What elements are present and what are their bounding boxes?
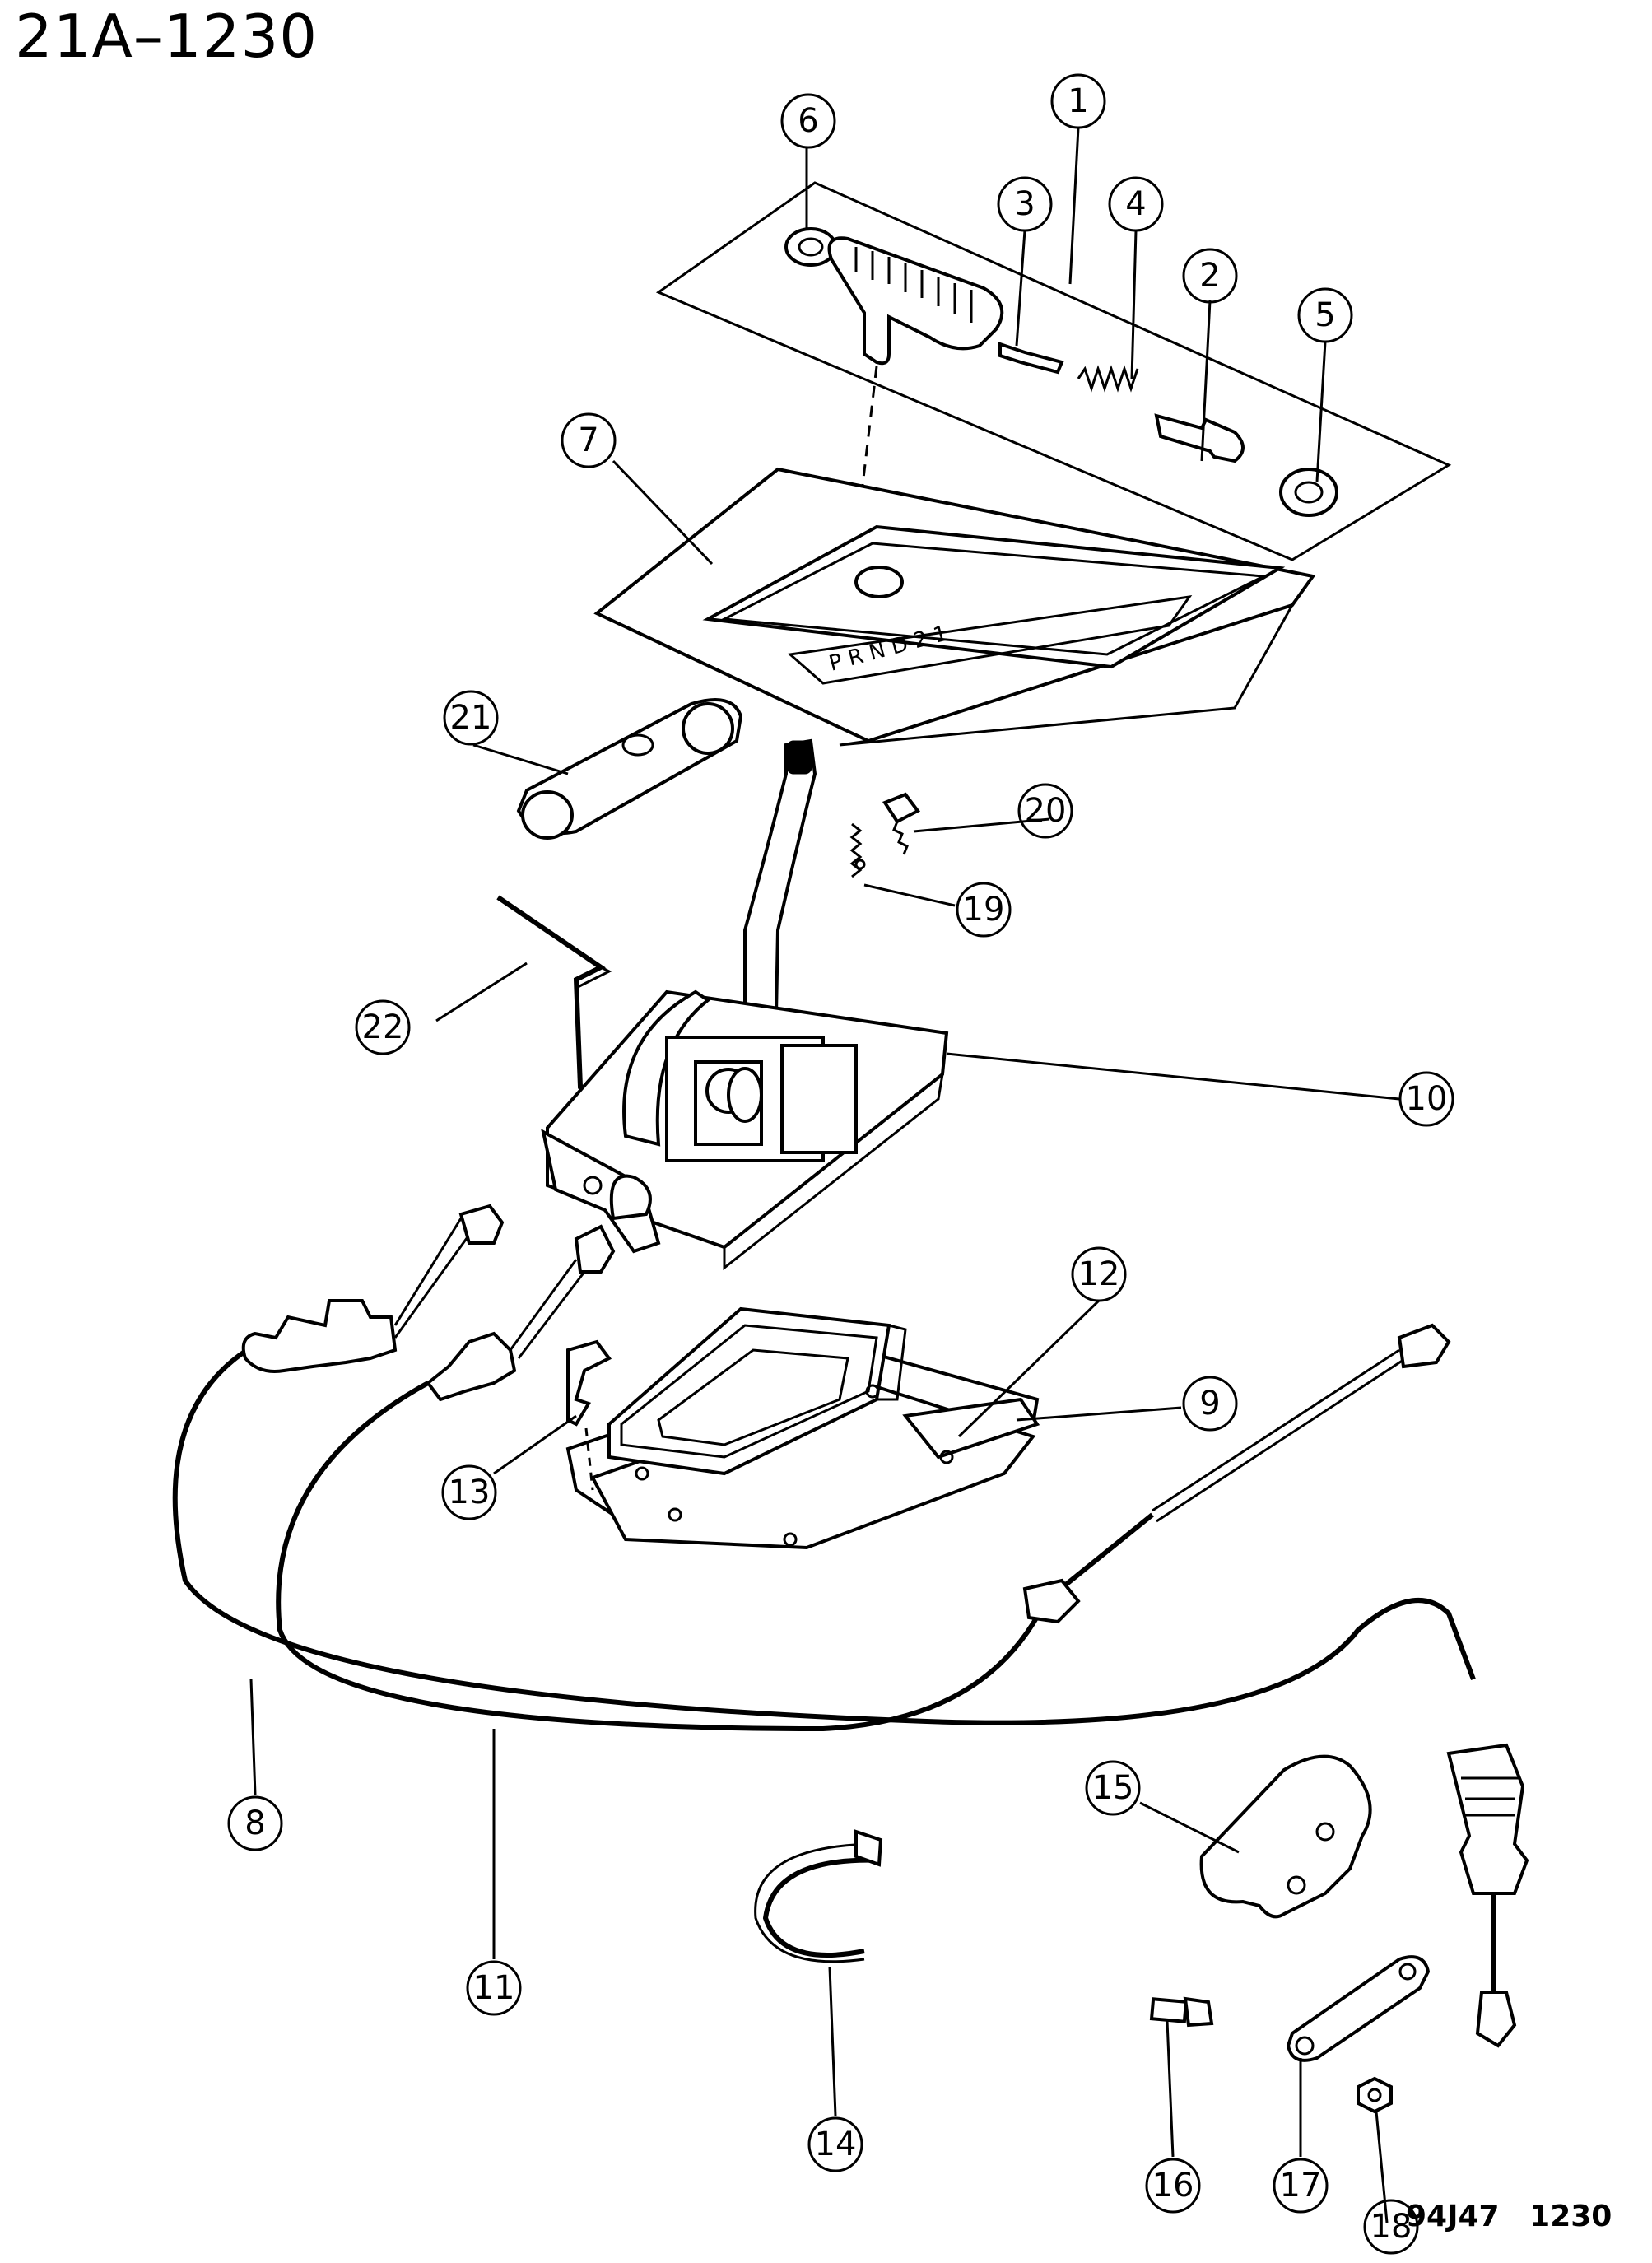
mounting-bolt <box>566 1339 612 1491</box>
callout-1: 1 <box>1050 73 1106 129</box>
svg-text:17: 17 <box>1280 2167 1322 2205</box>
callout-12: 12 <box>1071 1246 1127 1302</box>
svg-text:6: 6 <box>798 102 818 140</box>
callout-14: 14 <box>807 2116 863 2172</box>
knob-kit-panel <box>655 181 1452 561</box>
cable-bracket <box>1199 1754 1372 1919</box>
shift-cable <box>172 1204 1476 1725</box>
cable-lever <box>1286 1955 1431 2062</box>
mounting-plates <box>565 1306 1040 1550</box>
svg-text:15: 15 <box>1092 1769 1134 1807</box>
interlock-cable <box>276 1224 1048 1732</box>
cable-end-fitting <box>1446 1743 1529 2048</box>
svg-text:10: 10 <box>1406 1080 1448 1118</box>
callout-4: 4 <box>1108 176 1164 232</box>
svg-text:4: 4 <box>1125 185 1146 223</box>
callout-19: 19 <box>956 882 1012 938</box>
svg-text:18: 18 <box>1370 2208 1412 2246</box>
callout-11: 11 <box>466 1960 522 2016</box>
cable-branch <box>1022 1323 1451 1624</box>
svg-text:1: 1 <box>1068 82 1088 120</box>
sheet-number: 1230 <box>1529 2200 1612 2233</box>
callout-22: 22 <box>355 999 411 1055</box>
cable-clip <box>754 1829 883 1963</box>
svg-text:2: 2 <box>1199 257 1220 295</box>
shifter-mechanism <box>541 989 949 1271</box>
svg-text:19: 19 <box>963 891 1005 929</box>
svg-text:21: 21 <box>450 699 492 737</box>
callout-18: 18 <box>1363 2199 1419 2255</box>
svg-text:13: 13 <box>449 1474 491 1511</box>
figure-number: 21A–1230 <box>15 2 319 71</box>
callout-15: 15 <box>1085 1760 1141 1816</box>
svg-text:11: 11 <box>473 1969 515 2007</box>
svg-text:22: 22 <box>362 1008 404 1046</box>
svg-text:8: 8 <box>244 1804 265 1842</box>
svg-text:5: 5 <box>1315 296 1335 334</box>
bracket-bolt <box>1149 1996 1214 2028</box>
callout-13: 13 <box>441 1464 497 1520</box>
callout-6: 6 <box>780 93 836 149</box>
bracket-part <box>516 698 743 840</box>
svg-text:16: 16 <box>1152 2167 1194 2205</box>
callout-5: 5 <box>1297 287 1353 343</box>
leader-lines <box>249 127 1400 2223</box>
callout-10: 10 <box>1398 1071 1454 1127</box>
callout-8: 8 <box>227 1795 283 1851</box>
drawing-code: 94J47 <box>1406 2200 1500 2233</box>
svg-text:20: 20 <box>1025 792 1067 830</box>
svg-text:14: 14 <box>815 2126 857 2163</box>
callout-17: 17 <box>1273 2158 1329 2214</box>
callout-7: 7 <box>561 412 617 468</box>
svg-text:3: 3 <box>1014 185 1035 223</box>
callout-2: 2 <box>1182 248 1238 304</box>
callout-21: 21 <box>443 690 499 746</box>
drawing-code-footer: 94J47 1230 <box>1406 2200 1612 2233</box>
callout-16: 16 <box>1145 2158 1201 2214</box>
small-fasteners <box>849 792 921 878</box>
svg-text:9: 9 <box>1199 1385 1220 1423</box>
shift-bezel: P R N D 2 1 <box>593 467 1316 747</box>
svg-text:7: 7 <box>578 421 598 459</box>
callout-9: 9 <box>1182 1376 1238 1432</box>
callout-3: 3 <box>997 176 1053 232</box>
svg-text:12: 12 <box>1078 1255 1120 1293</box>
retaining-clip <box>496 895 612 1093</box>
callout-20: 20 <box>1017 783 1073 839</box>
hex-nut <box>1357 2076 1393 2114</box>
